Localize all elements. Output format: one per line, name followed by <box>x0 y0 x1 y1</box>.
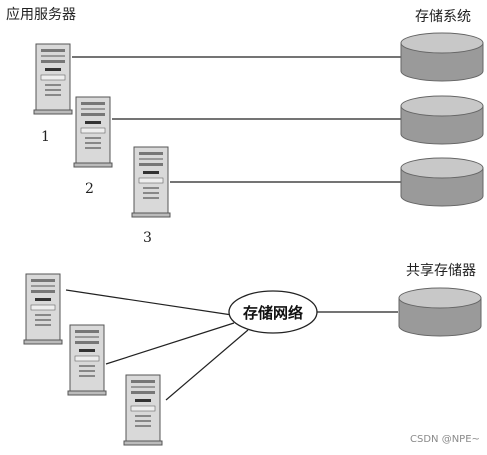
server-number-2: 2 <box>85 181 94 197</box>
watermark: CSDN @NPE~ <box>410 434 480 445</box>
storage-system-title: 存储系统 <box>415 9 471 25</box>
network-link-2 <box>105 322 235 365</box>
application-servers-title: 应用服务器 <box>6 7 76 23</box>
server-icon-1 <box>33 43 73 115</box>
storage-network-label: 存储网络 <box>243 304 303 322</box>
server-icon-2 <box>73 96 113 168</box>
server-icon-6 <box>123 374 163 446</box>
storage-disk-icon-3 <box>400 157 484 207</box>
server-number-1: 1 <box>41 129 50 145</box>
shared-storage-title: 共享存储器 <box>406 263 476 279</box>
server-number-3: 3 <box>143 230 152 246</box>
network-link-3 <box>165 329 249 401</box>
server-icon-3 <box>131 146 171 218</box>
storage-disk-icon-2 <box>400 95 484 145</box>
server-icon-4 <box>23 273 63 345</box>
shared-storage-disk-icon <box>398 287 482 337</box>
storage-network-node <box>228 290 318 334</box>
server-icon-5 <box>67 324 107 396</box>
network-link-1 <box>65 289 233 316</box>
storage-disk-icon-1 <box>400 32 484 82</box>
